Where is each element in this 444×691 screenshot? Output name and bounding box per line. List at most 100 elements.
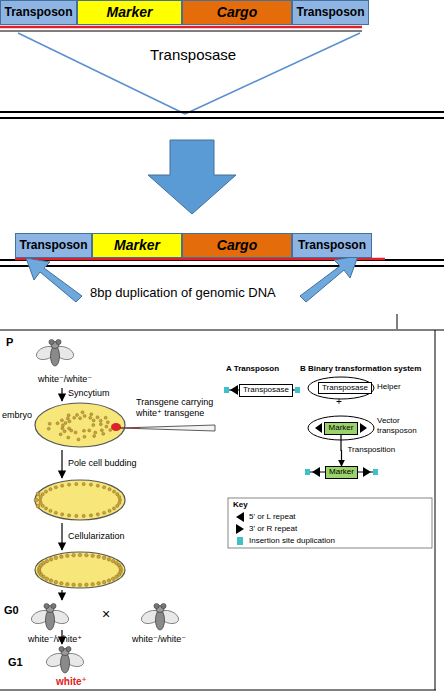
nucleus (85, 553, 89, 557)
nucleus (49, 558, 53, 562)
text-label: Transposase (150, 46, 236, 64)
top-construct-lines (0, 27, 362, 114)
nucleus (111, 559, 115, 563)
nucleus (119, 566, 123, 570)
nucleus (49, 579, 53, 583)
nucleus (97, 582, 101, 586)
integrated-dna (0, 259, 444, 266)
text-label: white⁻/white⁻ (132, 634, 186, 645)
divider-lines (0, 314, 444, 690)
nucleus (77, 438, 80, 441)
text-label: P (6, 336, 13, 349)
legend-sample-left-repeat (236, 512, 244, 522)
nucleus (106, 421, 109, 424)
text-label: Cellularization (68, 531, 125, 542)
nucleus (66, 417, 69, 420)
nucleus (73, 416, 76, 419)
legend-sample-right-repeat (236, 524, 244, 534)
nucleus (89, 514, 92, 517)
construct-segment: Marker (77, 0, 182, 25)
node-text: Transposon (19, 239, 87, 252)
nucleus (49, 509, 52, 512)
duplication-arrows (26, 256, 358, 302)
nucleus (34, 498, 38, 502)
construct-segment: Marker (92, 233, 182, 258)
nucleus (92, 419, 95, 422)
construct-segment: Cargo (182, 0, 292, 25)
nucleus (45, 577, 49, 581)
node-text: Transposon (296, 6, 364, 19)
text-label: white⁻/white⁻ (38, 374, 92, 385)
nucleus (75, 514, 78, 517)
nucleus (82, 482, 85, 485)
nucleus (60, 419, 63, 422)
nucleus (36, 492, 40, 496)
flies (30, 339, 181, 673)
nucleus (41, 504, 44, 507)
nucleus (108, 488, 111, 491)
text-label: white⁺ (56, 676, 87, 688)
text-label: Key (233, 500, 248, 510)
nucleus (61, 484, 64, 487)
nucleus (68, 427, 71, 430)
nucleus (99, 423, 102, 426)
node-text: Cargo (217, 238, 257, 253)
nucleus (66, 554, 70, 558)
nucleus (103, 486, 106, 489)
gene-box: Marker (325, 466, 358, 479)
text-label: Helper (377, 382, 401, 392)
node-text: Marker (114, 238, 160, 253)
nucleus (41, 493, 44, 496)
nucleus (56, 422, 59, 425)
nucleus (93, 435, 96, 438)
text-label: G0 (4, 604, 19, 617)
nucleus (96, 513, 99, 516)
nucleus (49, 488, 52, 491)
nucleus (60, 555, 64, 559)
text-label: A Transposon (226, 364, 279, 374)
text-label: white⁻/white⁺ (28, 634, 82, 645)
gene-box: Transposase (318, 382, 372, 394)
nucleus (54, 580, 58, 584)
legend-text: Insertion site duplication (249, 536, 335, 546)
nucleus (112, 490, 115, 493)
construct-segment: Transposon (292, 233, 372, 258)
nucleus (44, 507, 47, 510)
nucleus (82, 514, 85, 517)
nuclei (34, 411, 123, 587)
text-label: Transgene carrying white⁺ transgene (136, 397, 220, 419)
node-text: Marker (107, 5, 153, 20)
nucleus (85, 583, 89, 587)
node-text: Transposon (298, 239, 366, 252)
nucleus (54, 556, 58, 560)
transposition-arrow (340, 435, 342, 466)
nucleus (67, 414, 70, 417)
text-label: embryo (2, 410, 32, 421)
nucleus (91, 554, 95, 558)
genomic-dna (0, 112, 444, 118)
nucleus (90, 413, 93, 416)
nucleus (96, 416, 99, 419)
nucleus (78, 553, 82, 557)
construct-segment: Transposon (15, 233, 92, 258)
nucleus (72, 583, 76, 587)
node-text: Cargo (217, 5, 257, 20)
construct-segment: Cargo (182, 233, 292, 258)
text-label: 8bp duplication of genomic DNA (90, 285, 276, 301)
nucleus (118, 501, 121, 504)
node-text: Marker (329, 468, 354, 477)
nucleus (118, 495, 121, 498)
injected-dna (111, 423, 121, 431)
nucleus (89, 483, 92, 486)
node-text: Transposase (322, 384, 368, 393)
transposon-a (224, 385, 300, 395)
nucleus (92, 424, 95, 427)
node-text: Marker (329, 424, 354, 433)
nucleus (76, 413, 79, 416)
nucleus (82, 429, 85, 432)
nucleus (44, 490, 47, 493)
nucleus (99, 419, 102, 422)
nucleus (118, 498, 121, 501)
nucleus (108, 509, 111, 512)
